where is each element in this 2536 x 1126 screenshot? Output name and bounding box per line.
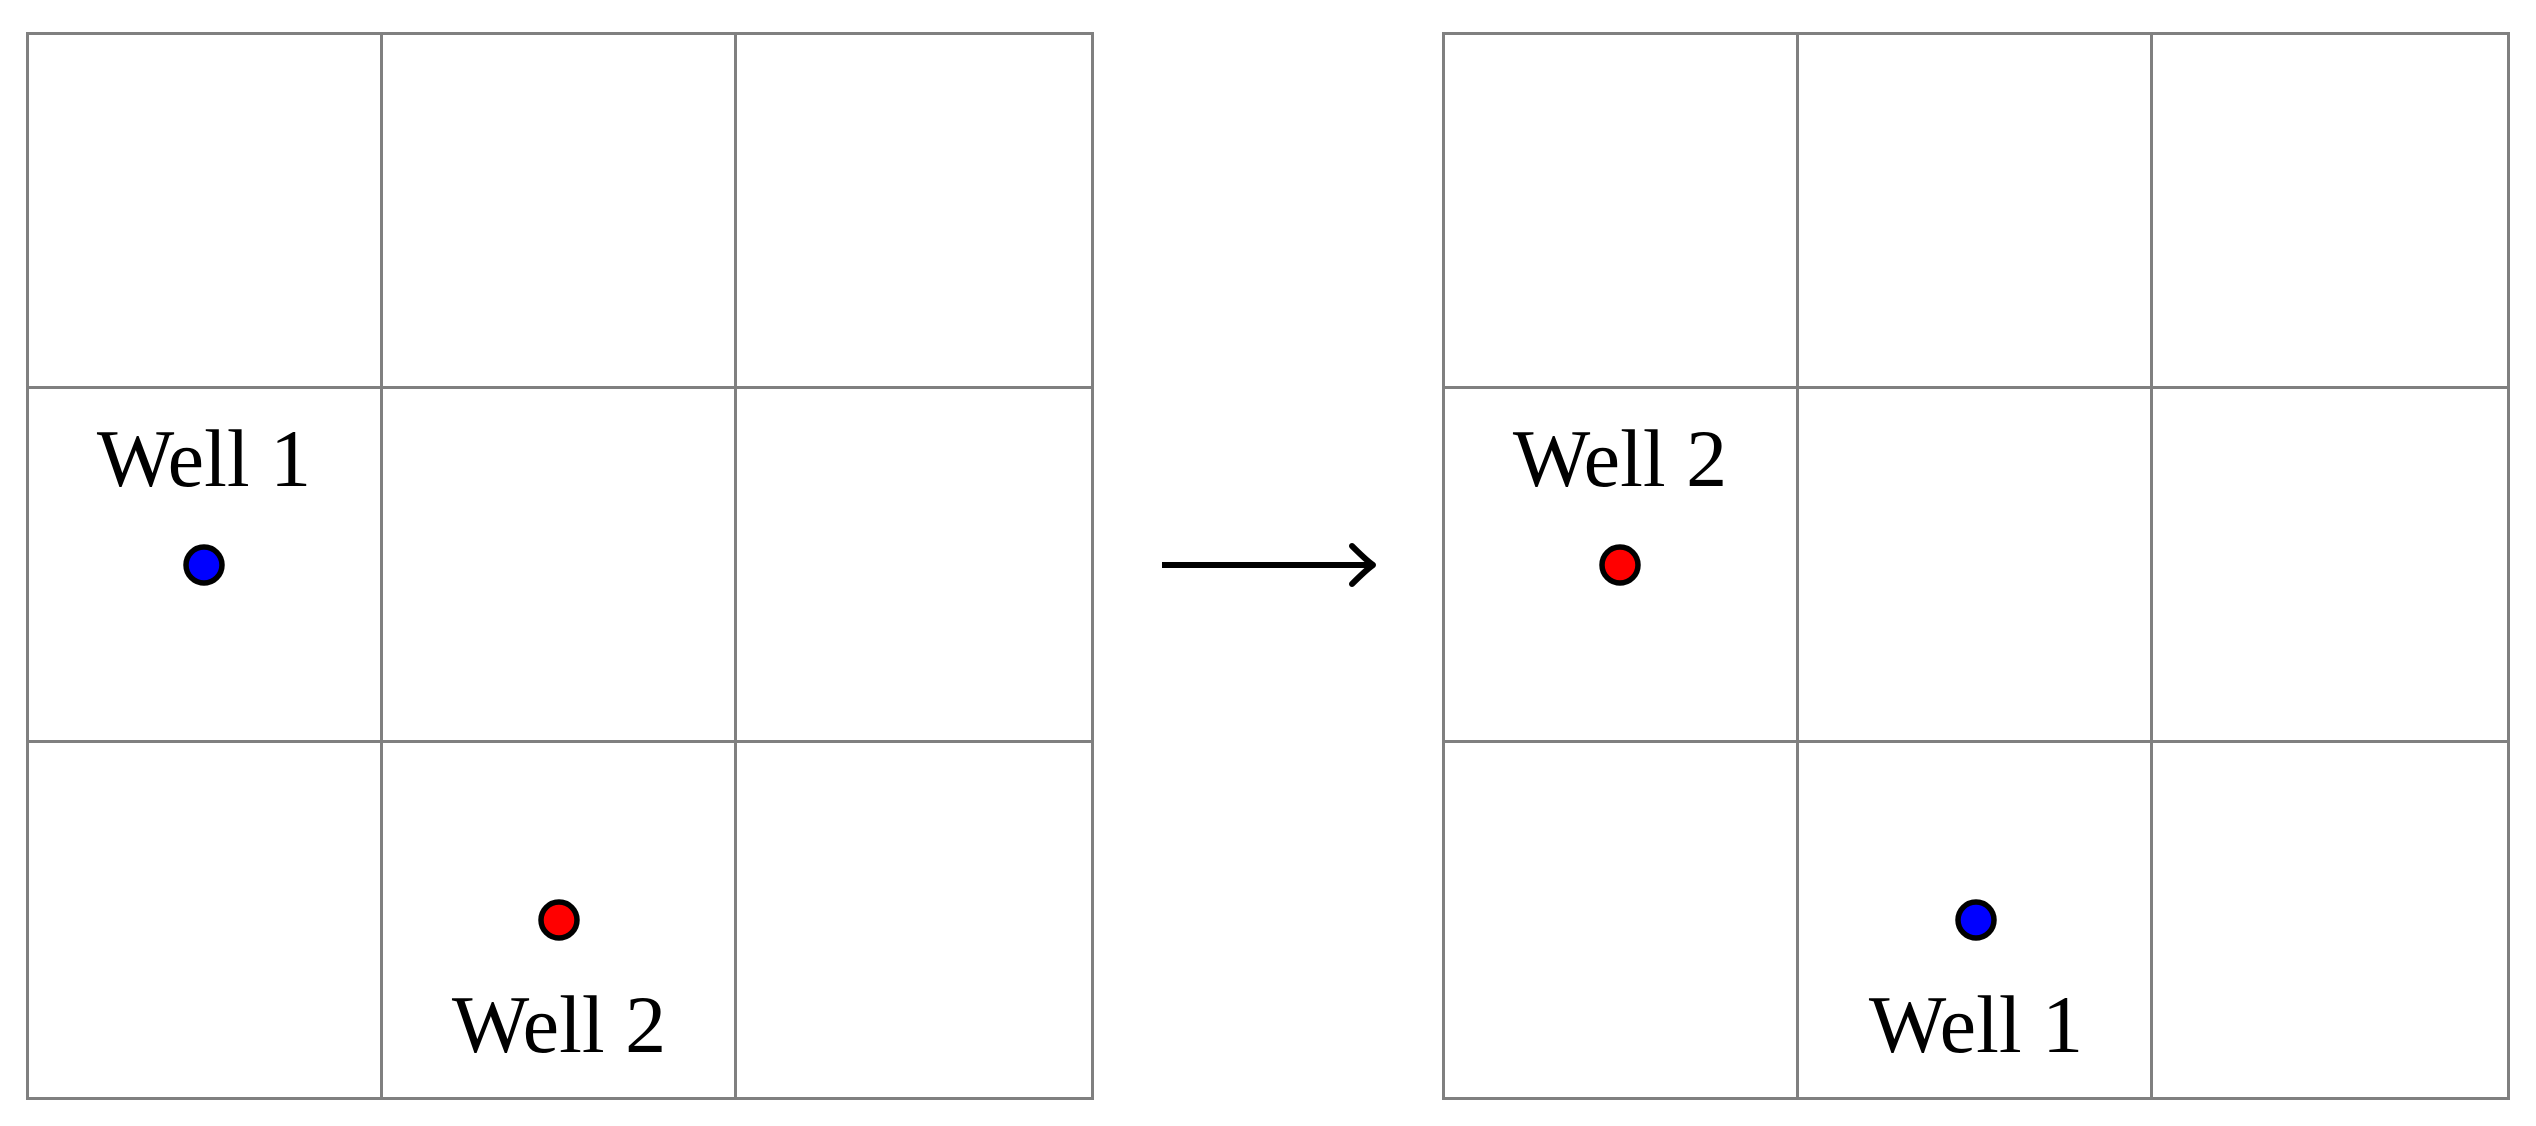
grid-cell-r3c2 bbox=[1799, 743, 2153, 1097]
grid-cell-r2c1 bbox=[1445, 389, 1799, 743]
grid-cell-r1c1 bbox=[29, 35, 383, 389]
grid-cell-r1c3 bbox=[737, 35, 1091, 389]
well2-marker-before bbox=[538, 899, 580, 941]
grid-cell-r3c3 bbox=[737, 743, 1091, 1097]
grid-cell-r1c2 bbox=[383, 35, 737, 389]
grid-cell-r2c1 bbox=[29, 389, 383, 743]
panel-after: Well 2 Well 1 bbox=[1442, 32, 2510, 1100]
well2-label-before: Well 2 bbox=[451, 979, 667, 1070]
grid-cell-r1c2 bbox=[1799, 35, 2153, 389]
well2-label-after: Well 2 bbox=[1512, 413, 1728, 504]
grid-cell-r3c2 bbox=[383, 743, 737, 1097]
grid-cell-r3c3 bbox=[2153, 743, 2507, 1097]
grid-cell-r3c1 bbox=[1445, 743, 1799, 1097]
grid-after bbox=[1442, 32, 2510, 1100]
grid-cell-r1c3 bbox=[2153, 35, 2507, 389]
well1-marker-after bbox=[1955, 899, 1997, 941]
well1-label-after: Well 1 bbox=[1868, 979, 2084, 1070]
well2-marker-after bbox=[1599, 544, 1641, 586]
grid-before bbox=[26, 32, 1094, 1100]
well1-label-before: Well 1 bbox=[96, 413, 312, 504]
grid-cell-r2c3 bbox=[737, 389, 1091, 743]
grid-cell-r2c3 bbox=[2153, 389, 2507, 743]
grid-cell-r1c1 bbox=[1445, 35, 1799, 389]
well1-marker-before bbox=[183, 544, 225, 586]
grid-cell-r2c2 bbox=[1799, 389, 2153, 743]
panel-before: Well 1 Well 2 bbox=[26, 32, 1094, 1100]
grid-cell-r2c2 bbox=[383, 389, 737, 743]
transform-arrow-icon bbox=[1162, 543, 1376, 587]
grid-cell-r3c1 bbox=[29, 743, 383, 1097]
